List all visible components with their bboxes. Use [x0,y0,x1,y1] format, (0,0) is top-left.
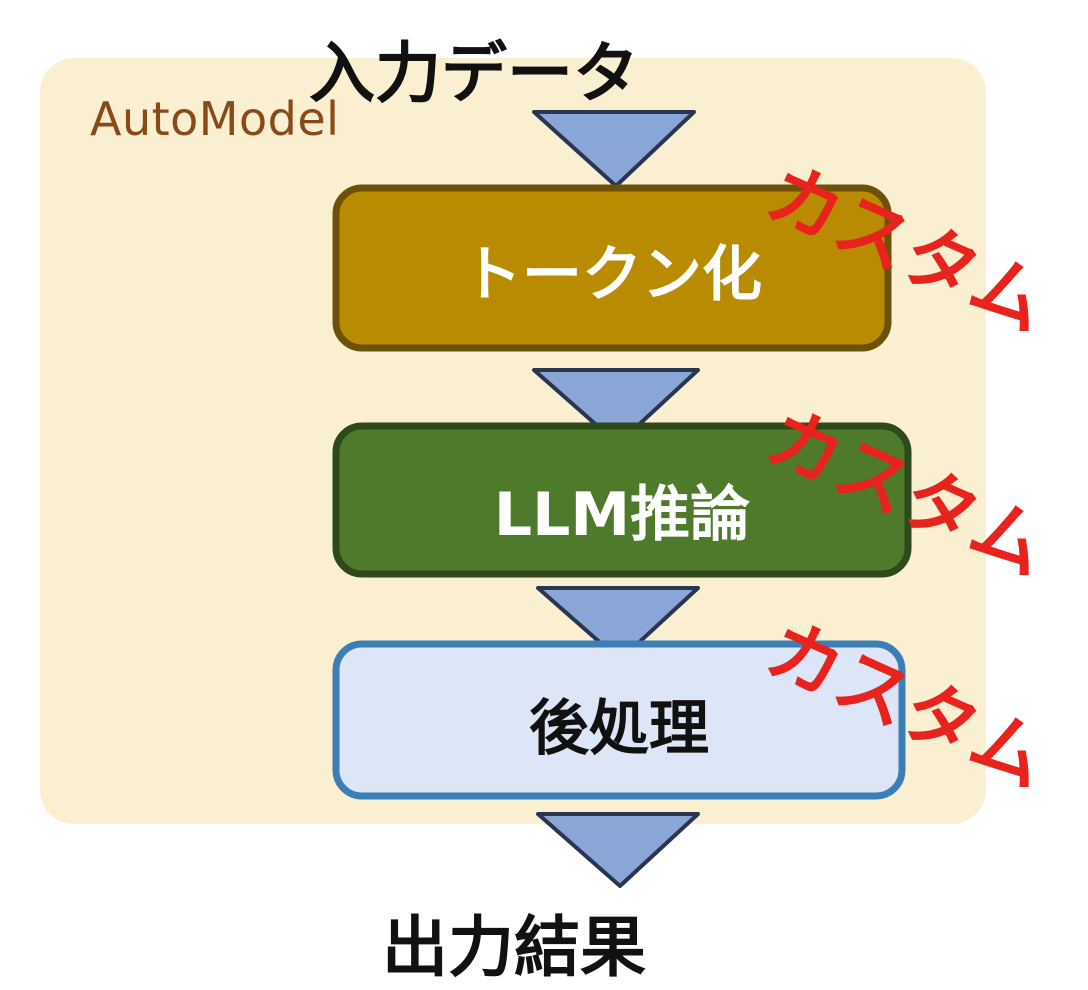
arrow-input-to-tokenize [532,110,696,188]
stage-label-llm-inference: LLM推論 [493,480,751,550]
stage-box-tokenize [332,184,892,352]
output-result-label: 出力結果 [382,909,646,986]
input-label-row: 入力データ [0,20,1088,116]
arrow-postprocess-to-output [536,812,700,888]
stage-label-postprocess: 後処理 [529,694,709,764]
stage-label-tokenize: トークン化 [462,240,762,310]
arrow-inference-to-postprocess [536,586,700,662]
stage-box-postprocess [332,640,906,800]
stage-box-llm-inference [332,422,912,578]
arrow-tokenize-to-inference [532,368,700,446]
output-label-row: 出力結果 [0,894,1088,990]
input-data-label: 入力データ [309,35,639,112]
automodel-title: AutoModel [90,92,340,146]
